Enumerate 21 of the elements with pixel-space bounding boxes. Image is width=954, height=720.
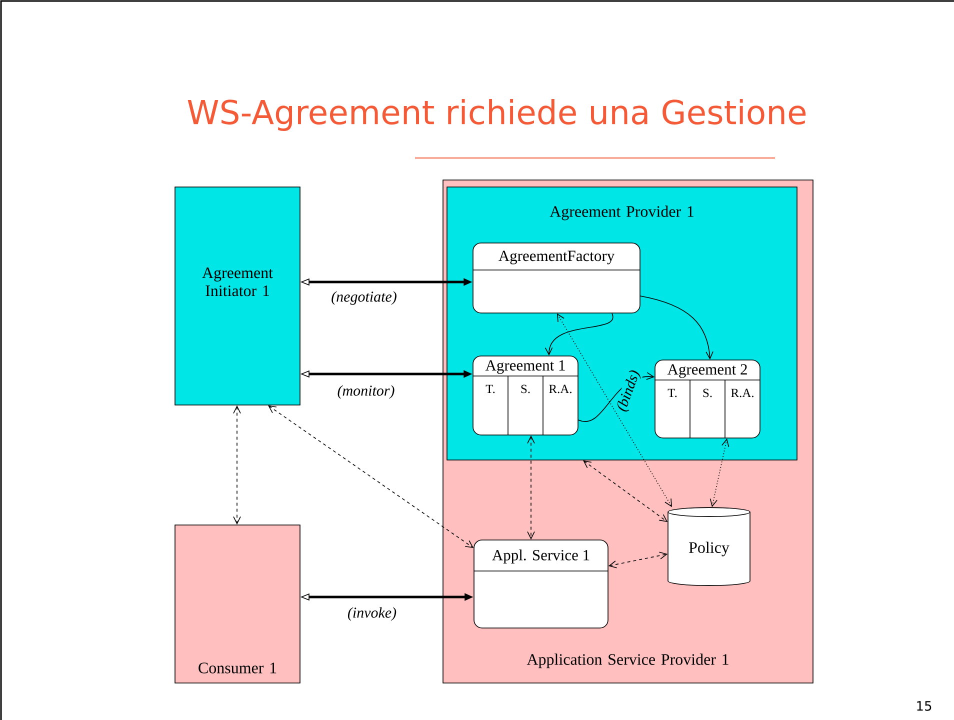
edge-label: (monitor) <box>336 384 396 400</box>
container-box: Consumer 1 <box>174 524 300 684</box>
class-box: Appl. Service 1 <box>474 540 608 628</box>
class-box: Agreement 1 T. S. R.A. <box>472 356 578 436</box>
class-box: Agreement 2 T. S. R.A. <box>654 360 760 438</box>
arrow <box>268 405 474 548</box>
arrow <box>608 552 668 568</box>
container-box: Agreement Initiator 1 <box>174 186 300 406</box>
arrow <box>233 405 241 525</box>
arrow <box>557 313 672 508</box>
arrow <box>640 296 714 360</box>
arrow <box>710 438 730 508</box>
database-cylinder: Policy <box>668 507 750 586</box>
page-number: 15 <box>917 701 932 711</box>
class-box: AgreementFactory <box>472 242 640 314</box>
arrow <box>527 435 535 540</box>
arrow <box>583 460 668 522</box>
edge-label: (binds) <box>614 367 644 415</box>
edge-label: (negotiate) <box>330 290 398 306</box>
edge-label: (invoke) <box>346 606 398 622</box>
slide-title: WS-Agreement richiede una Gestione <box>188 99 806 131</box>
